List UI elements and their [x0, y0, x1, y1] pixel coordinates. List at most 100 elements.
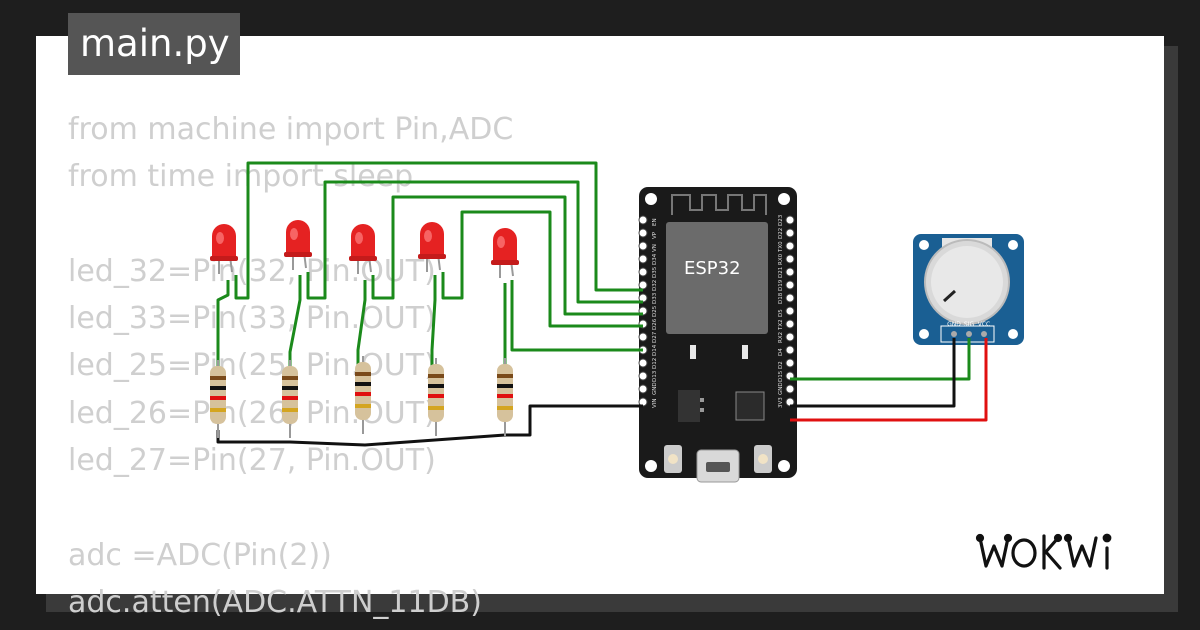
esp32-pin-en[interactable]: [638, 215, 648, 225]
esp32-pin-label: D26: [652, 318, 658, 330]
esp32-pin-label: VIN: [652, 399, 658, 409]
esp32-pin-label: D14: [652, 344, 658, 356]
esp32-pin-label: D34: [652, 253, 658, 265]
wire-pot-vcc: [790, 338, 988, 422]
esp32-pin-label: D19: [778, 279, 784, 291]
esp32-pin-label: D21: [778, 267, 784, 278]
esp32-pin-gnd[interactable]: [785, 384, 795, 394]
esp32-pin-label: D25: [652, 305, 658, 317]
file-tab[interactable]: main.py: [68, 13, 240, 75]
wires[interactable]: [216, 161, 988, 447]
esp32-pin-label: D23: [778, 214, 784, 226]
code-line: led_27=Pin(27, Pin.OUT): [68, 443, 436, 479]
esp32-pin-label: D5: [778, 309, 784, 317]
resistor-2[interactable]: [282, 360, 298, 438]
code-line: adc.atten(ADC.ATTN_11DB): [68, 584, 482, 620]
led-1[interactable]: [210, 224, 238, 274]
led-group[interactable]: [210, 220, 519, 278]
esp32-pin-label: D22: [778, 228, 784, 239]
esp32-pin-label: VP: [652, 231, 658, 239]
esp32-pin-d13[interactable]: [638, 371, 648, 381]
pot-pin-label: VCC: [978, 321, 990, 328]
resistor-group[interactable]: [210, 356, 513, 438]
esp32-pin-label: 3V3: [778, 397, 784, 408]
esp32-pin-label: TX2: [778, 319, 784, 331]
esp32-pin-tx0[interactable]: [785, 241, 795, 251]
wire-led3-d25: [371, 195, 643, 316]
esp32-pin-label: D18: [778, 292, 784, 304]
esp32-pin-label: D32: [652, 280, 658, 291]
esp32-pin-d4[interactable]: [785, 345, 795, 355]
code-line: adc =ADC(Pin(2)): [68, 537, 332, 573]
esp32-pin-tx2[interactable]: [785, 319, 795, 329]
esp32-pin-label: D12: [652, 358, 658, 369]
wire-led1-d32: [234, 161, 643, 300]
esp32-pin-label: D15: [778, 370, 784, 382]
esp32-board[interactable]: ESP32 ENVPVND34D35D32D33D25D26D27D14D12D…: [638, 187, 797, 483]
esp32-pin-d23[interactable]: [785, 215, 795, 225]
wire-led4-d26: [441, 210, 643, 328]
wire-led5-d27: [510, 280, 643, 352]
esp32-right-pin-header: [785, 215, 795, 407]
code-line: led_33=Pin(33, Pin.OUT): [68, 301, 436, 337]
esp32-pin-label: TX0: [778, 241, 784, 253]
esp32-pin-label: EN: [652, 218, 658, 226]
resistor-4[interactable]: [428, 358, 444, 436]
esp32-pin-rx2[interactable]: [785, 332, 795, 342]
esp32-pin-d22[interactable]: [785, 228, 795, 238]
esp32-left-pin-header: [638, 215, 648, 407]
wire-pot-gnd: [790, 338, 956, 408]
esp32-pin-d19[interactable]: [785, 280, 795, 290]
esp32-pin-label: GND: [652, 382, 658, 395]
esp32-pin-label: RX0: [778, 253, 784, 265]
pot-pin-label: SIG: [964, 321, 975, 328]
diagram-canvas[interactable]: from machine import Pin,ADC from time imp…: [36, 36, 1164, 620]
resistor-3[interactable]: [355, 356, 371, 434]
esp32-pin-d5[interactable]: [785, 306, 795, 316]
led-5[interactable]: [491, 228, 519, 278]
code-line: led_25=Pin(25, Pin.OUT): [68, 348, 436, 384]
wire-led2-d33: [306, 180, 643, 304]
esp32-pin-label: D27: [652, 331, 658, 343]
code-line: led_32=Pin(32, Pin.OUT): [68, 253, 436, 289]
esp32-pin-d32[interactable]: [638, 280, 648, 290]
esp32-pin-label: VN: [652, 244, 658, 252]
resistor-1[interactable]: [210, 360, 226, 438]
esp32-pin-d18[interactable]: [785, 293, 795, 303]
esp32-pin-label: D35: [652, 266, 658, 278]
esp32-pin-vp[interactable]: [638, 228, 648, 238]
code-line: from time import sleep: [68, 159, 414, 195]
led-3[interactable]: [349, 224, 377, 274]
esp32-pin-rx0[interactable]: [785, 254, 795, 264]
circuit-diagram[interactable]: ESP32 ENVPVND34D35D32D33D25D26D27D14D12D…: [36, 36, 1164, 594]
esp32-pin-vn[interactable]: [638, 241, 648, 251]
esp32-pin-label: D33: [652, 292, 658, 304]
esp32-pin-label: GND: [778, 382, 784, 395]
esp32-pin-d21[interactable]: [785, 267, 795, 277]
esp32-pin-d2[interactable]: [785, 358, 795, 368]
esp32-pin-d35[interactable]: [638, 267, 648, 277]
esp32-pin-d27[interactable]: [638, 332, 648, 342]
resistor-5[interactable]: [497, 358, 513, 436]
esp32-label: ESP32: [684, 258, 741, 279]
esp32-pin-d12[interactable]: [638, 358, 648, 368]
code-line: from machine import Pin,ADC: [68, 112, 514, 147]
code-preview: from machine import Pin,ADC from time imp…: [68, 106, 513, 626]
wokwi-logo: [975, 533, 1112, 570]
esp32-pin-label: D4: [778, 348, 784, 356]
esp32-pin-gnd[interactable]: [638, 384, 648, 394]
esp32-pin-d34[interactable]: [638, 254, 648, 264]
esp32-pin-label: D13: [652, 370, 658, 382]
pot-pin-label: GND: [947, 321, 961, 328]
esp32-pin-label: RX2: [778, 332, 784, 343]
knob-pointer: [942, 289, 957, 303]
led-4[interactable]: [418, 222, 446, 272]
wire-gnd-bus: [216, 404, 643, 447]
wire-pot-sig: [790, 338, 971, 381]
led-2[interactable]: [284, 220, 312, 270]
esp32-pin-label: D2: [778, 361, 784, 369]
